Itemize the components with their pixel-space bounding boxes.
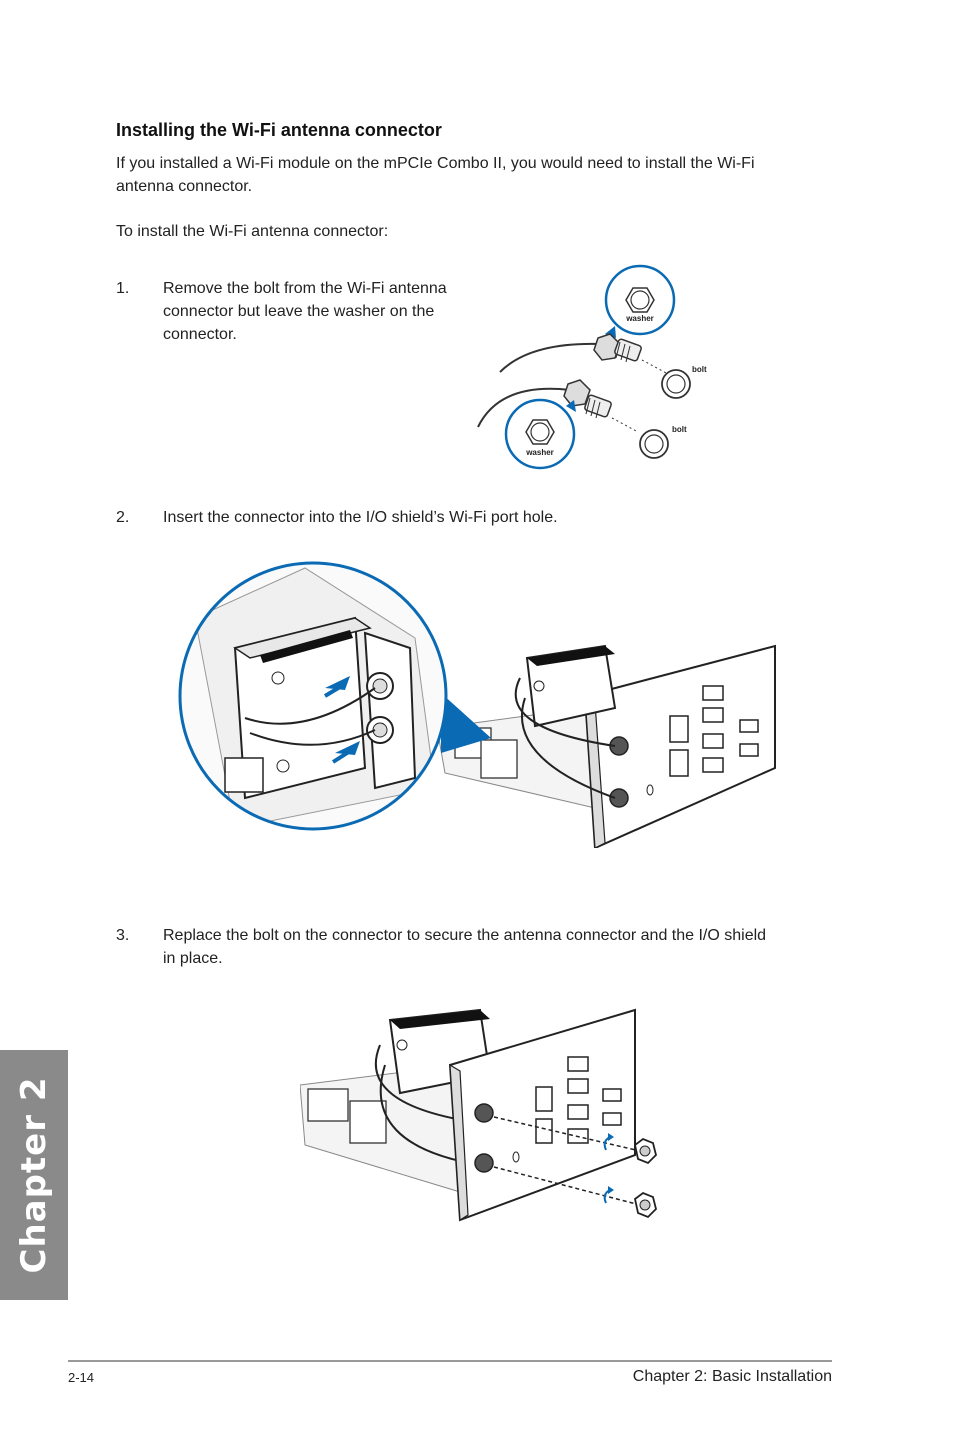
antenna-connector-top xyxy=(593,333,642,363)
step-1-line-3: connector. xyxy=(163,326,237,343)
figure-replace-bolts xyxy=(300,1008,657,1222)
intro-line-1: If you installed a Wi-Fi module on the m… xyxy=(116,155,755,172)
step-1-line-2: connector but leave the washer on the xyxy=(163,303,435,320)
step-1-line-1: Remove the bolt from the Wi-Fi antenna xyxy=(163,280,447,297)
intro-line-2: antenna connector. xyxy=(116,178,253,195)
washer-callout-top: washer xyxy=(604,264,676,338)
bolt-replace-top xyxy=(633,1137,657,1165)
washer-label-bottom: washer xyxy=(525,448,554,457)
step-3-line-1: Replace the bolt on the connector to sec… xyxy=(163,927,767,944)
wifi-module-block xyxy=(514,644,617,799)
washer-callout-bottom: washer xyxy=(504,398,576,470)
bolt-label-top: bolt xyxy=(692,365,707,374)
step-2-line-1: Insert the connector into the I/O shield… xyxy=(163,509,558,526)
bolt-top xyxy=(661,369,691,399)
step-1-number: 1. xyxy=(116,280,130,297)
chapter-tab-label: Chapter 2 xyxy=(14,1076,54,1274)
bolt-label-bottom: bolt xyxy=(672,425,687,434)
steps-lead: To install the Wi-Fi antenna connector: xyxy=(116,223,389,240)
bolt-bottom xyxy=(639,429,669,459)
footer-page-number: 2-14 xyxy=(68,1370,95,1385)
antenna-connector-bottom xyxy=(563,379,612,419)
figure-insert-connector xyxy=(178,561,776,848)
bolt-replace-bottom xyxy=(633,1191,657,1219)
chapter-side-tab: Chapter 2 xyxy=(0,1050,68,1300)
zoom-callout xyxy=(178,561,448,831)
step-2-number: 2. xyxy=(116,509,130,526)
washer-label-top: washer xyxy=(625,314,654,323)
figure-antenna-connectors: washer bolt bolt washer xyxy=(477,264,707,470)
footer-divider xyxy=(68,1360,832,1362)
step-3-number: 3. xyxy=(116,927,130,944)
io-shield xyxy=(583,644,776,848)
section-heading: Installing the Wi-Fi antenna connector xyxy=(116,120,442,140)
step-3-line-2: in place. xyxy=(163,950,223,967)
rotate-arrow-icon xyxy=(603,1133,614,1204)
footer-chapter-title: Chapter 2: Basic Installation xyxy=(632,1368,832,1385)
